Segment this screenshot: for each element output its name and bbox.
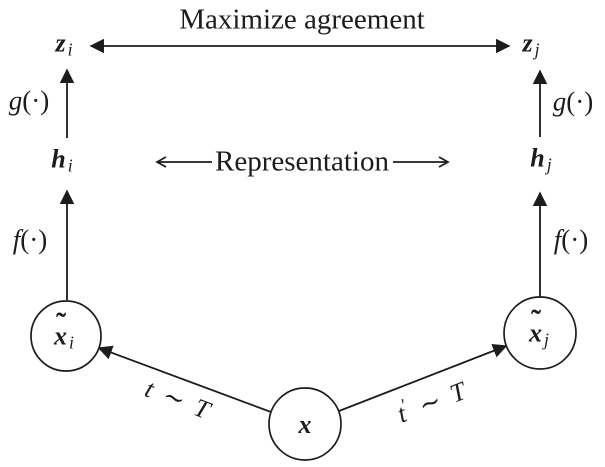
representation-left-arrowhead-icon xyxy=(155,156,167,168)
g-function-name: g xyxy=(8,85,23,116)
f-function-args: (·) xyxy=(561,224,589,255)
f-function-name: f xyxy=(553,224,562,255)
x-base: x xyxy=(54,321,68,351)
z-subscript: j xyxy=(534,39,540,60)
node-circle-x-tilde-j xyxy=(503,296,577,370)
maximize-agreement-title: Maximize agreement xyxy=(179,3,425,36)
tilde-accent: ˜ xyxy=(531,304,542,338)
tilde-accent: ˜ xyxy=(56,307,67,341)
f-function-name: f xyxy=(12,224,21,255)
augmentation-arrow-left xyxy=(97,345,272,413)
representation-right-arrowhead-icon xyxy=(438,156,450,168)
node-circle-x xyxy=(268,387,342,461)
z-base: z xyxy=(522,28,533,58)
f-function-args: (·) xyxy=(20,224,48,255)
g-function-args: (·) xyxy=(566,86,594,117)
node-label-x: x xyxy=(299,412,312,438)
g-function-args: (·) xyxy=(22,85,50,116)
h-subscript: j xyxy=(546,154,552,175)
label-g-right: g(·) xyxy=(552,86,594,117)
z-subscript: i xyxy=(67,39,73,60)
x-tilde-stack: ˜x xyxy=(529,306,543,348)
h-subscript: i xyxy=(67,155,73,176)
x-subscript: j xyxy=(544,329,549,350)
h-base: h xyxy=(530,143,545,173)
x-subscript: i xyxy=(69,332,74,353)
g-function-name: g xyxy=(552,86,567,117)
h-base: h xyxy=(51,144,66,174)
representation-label: Representation xyxy=(215,145,389,178)
x-base: x xyxy=(298,410,312,439)
x-tilde-stack: ˜x xyxy=(54,309,68,351)
node-circle-x-tilde-i xyxy=(30,300,102,372)
z-base: z xyxy=(55,28,66,58)
augmentation-arrow-right xyxy=(338,343,508,412)
x-base: x xyxy=(529,318,543,348)
label-f-right: f(·) xyxy=(553,224,589,255)
label-f-left: f(·) xyxy=(12,224,48,255)
label-g-left: g(·) xyxy=(8,85,50,116)
